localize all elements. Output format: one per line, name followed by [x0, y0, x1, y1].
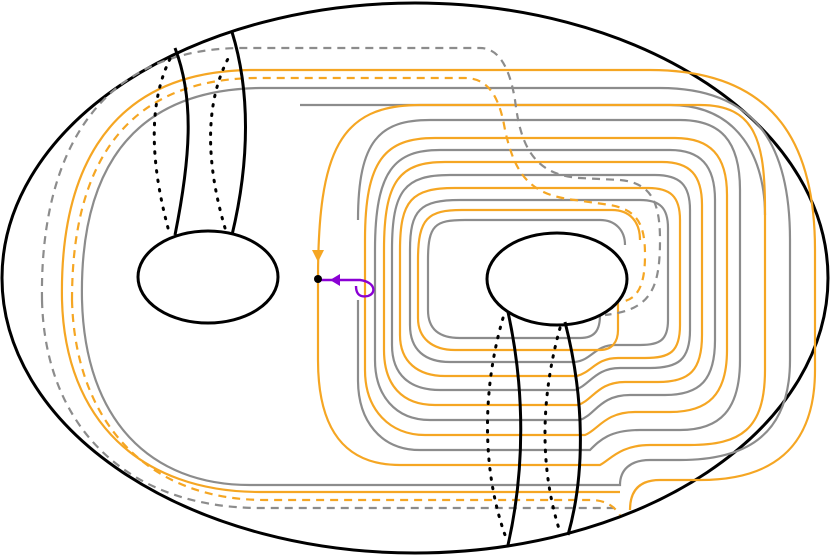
left-band-back-1: [152, 53, 174, 230]
orange-curve-3: [363, 136, 729, 437]
basepoint: [314, 275, 322, 283]
right-band-front-1: [506, 311, 523, 546]
orange-curve-4: [382, 160, 704, 407]
orange-curve-family: [60, 68, 817, 511]
right-band-back-1: [486, 316, 507, 537]
right-band-back-2: [543, 326, 562, 534]
orange-curve-6b: [416, 260, 620, 352]
gray-curve-family: [80, 86, 792, 487]
left-band-front-1: [173, 47, 190, 236]
orange-curve-outer: [60, 68, 817, 511]
left-handle-band: [173, 31, 247, 236]
orange-curve-6: [416, 208, 642, 261]
purple-arrowhead: [330, 274, 340, 286]
left-band-back-2: [209, 53, 232, 230]
left-hole: [136, 229, 280, 325]
gray-curve-6b: [426, 260, 602, 340]
orange-curve-5: [398, 186, 682, 378]
right-hole: [485, 231, 629, 327]
gray-curve-2: [356, 118, 742, 452]
orange-arrowhead: [312, 250, 324, 262]
dashed-orange-curve-b: [70, 299, 621, 516]
left-band-front-2: [230, 31, 247, 236]
orange-curve-2: [316, 103, 767, 467]
gray-curve-6: [426, 218, 627, 261]
gray-curve-3: [373, 148, 717, 422]
left-handle-hidden: [152, 53, 232, 230]
right-band-front-2: [563, 321, 582, 536]
orange-curve-outer-b: [60, 299, 620, 494]
purple-arc: [320, 278, 375, 298]
dashed-gray-curve: [40, 46, 662, 317]
gray-curve-5: [408, 198, 670, 364]
gray-curve-4: [390, 173, 692, 392]
dashed-curves: [40, 46, 662, 516]
right-handle-hidden: [486, 316, 562, 537]
gray-curve-outer: [80, 86, 792, 487]
right-handle-band: [506, 311, 582, 546]
